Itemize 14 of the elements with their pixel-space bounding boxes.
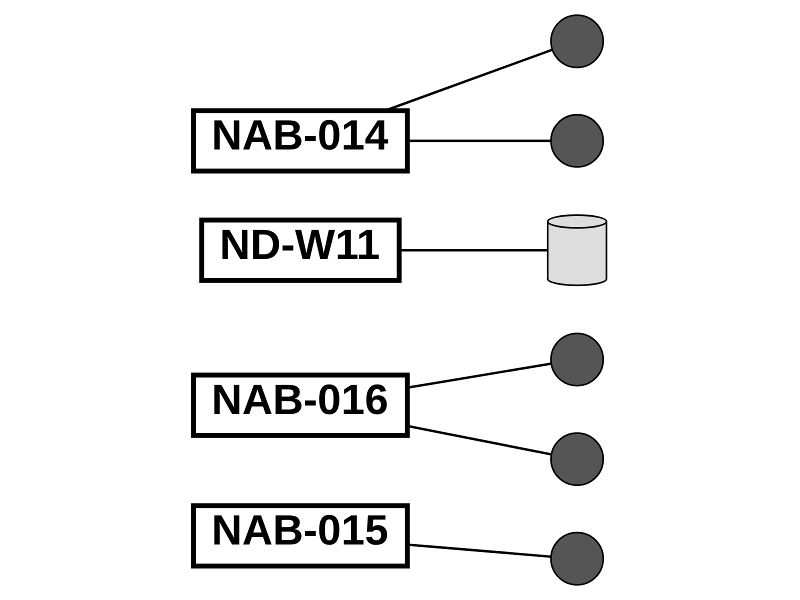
node-circle — [550, 14, 604, 68]
node-box: NAB-015 — [191, 503, 410, 568]
connector — [408, 424, 552, 456]
connector — [408, 362, 552, 389]
node-box: ND-W11 — [199, 218, 402, 283]
node-circle — [550, 432, 604, 486]
node-circle — [550, 532, 604, 586]
connector — [408, 140, 551, 142]
connector — [399, 249, 548, 252]
node-circle — [550, 114, 604, 168]
node-box: NAB-014 — [191, 108, 410, 174]
node-box: NAB-016 — [191, 372, 410, 438]
connector — [408, 543, 552, 558]
node-circle — [550, 332, 604, 386]
